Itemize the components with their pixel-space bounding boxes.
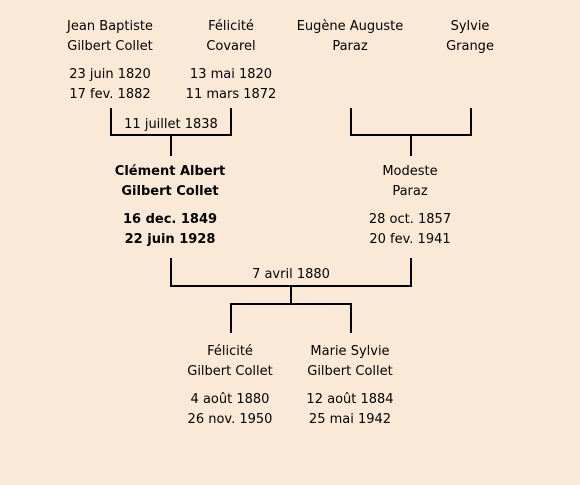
death-date: 22 juin 1928 (124, 232, 216, 247)
person-name: Clément Albert (114, 164, 226, 179)
person-jean-baptiste: Jean Baptiste Gilbert Collet 23 juin 182… (30, 17, 190, 105)
person-dates: 16 dec. 1849 22 juin 1928 (90, 210, 250, 250)
connector-line (350, 108, 352, 136)
person-name: Félicité (207, 344, 253, 359)
birth-date: 16 dec. 1849 (122, 212, 218, 227)
person-sylvie-grange: Sylvie Grange (390, 17, 550, 57)
person-surname: Gilbert Collet (67, 39, 153, 54)
connector-line (410, 258, 412, 287)
connector-line (290, 285, 292, 305)
connector-line (470, 108, 472, 136)
connector-line (230, 108, 232, 136)
person-marie-sylvie: Marie Sylvie Gilbert Collet 12 août 1884… (270, 342, 430, 430)
person-dates: 12 août 1884 25 mai 1942 (270, 390, 430, 430)
birth-date: 4 août 1880 (190, 392, 270, 407)
birth-date: 12 août 1884 (306, 392, 394, 407)
marriage-date: 7 avril 1880 (252, 267, 330, 282)
person-dates: 13 mai 1820 11 mars 1872 (151, 65, 311, 105)
connector-line (170, 134, 172, 156)
person-name: Eugène Auguste (296, 19, 404, 34)
person-felicite-covarel: Félicité Covarel 13 mai 1820 11 mars 187… (151, 17, 311, 105)
person-dates: 23 juin 1820 17 fev. 1882 (30, 65, 190, 105)
birth-date: 23 juin 1820 (69, 67, 151, 82)
person-dates: 28 oct. 1857 20 fev. 1941 (330, 210, 490, 250)
person-surname: Covarel (206, 39, 256, 54)
birth-date: 28 oct. 1857 (368, 212, 452, 227)
person-modeste-paraz: Modeste Paraz 28 oct. 1857 20 fev. 1941 (330, 162, 490, 250)
person-surname: Paraz (332, 39, 368, 54)
person-surname: Grange (446, 39, 494, 54)
person-name: Marie Sylvie (310, 344, 390, 359)
person-surname: Gilbert Collet (187, 364, 273, 379)
connector-line (230, 303, 352, 305)
death-date: 20 fev. 1941 (369, 232, 451, 247)
person-name: Sylvie (450, 19, 490, 34)
birth-date: 13 mai 1820 (189, 67, 273, 82)
person-surname: Gilbert Collet (121, 184, 219, 199)
person-felicite-child: Félicité Gilbert Collet 4 août 1880 26 n… (150, 342, 310, 430)
person-name: Jean Baptiste (67, 19, 153, 34)
death-date: 17 fev. 1882 (69, 87, 151, 102)
person-surname: Paraz (392, 184, 428, 199)
connector-line (350, 303, 352, 333)
death-date: 11 mars 1872 (185, 87, 277, 102)
marriage-date: 11 juillet 1838 (124, 117, 218, 132)
death-date: 26 nov. 1950 (187, 412, 273, 427)
connector-line (110, 108, 112, 136)
connector-line (410, 134, 412, 156)
person-dates: 4 août 1880 26 nov. 1950 (150, 390, 310, 430)
connector-line (170, 258, 172, 287)
person-name: Félicité (208, 19, 254, 34)
death-date: 25 mai 1942 (308, 412, 392, 427)
person-eugene-auguste: Eugène Auguste Paraz (270, 17, 430, 57)
person-name: Modeste (382, 164, 438, 179)
connector-line (230, 303, 232, 333)
person-surname: Gilbert Collet (307, 364, 393, 379)
person-clement-albert: Clément Albert Gilbert Collet 16 dec. 18… (90, 162, 250, 250)
